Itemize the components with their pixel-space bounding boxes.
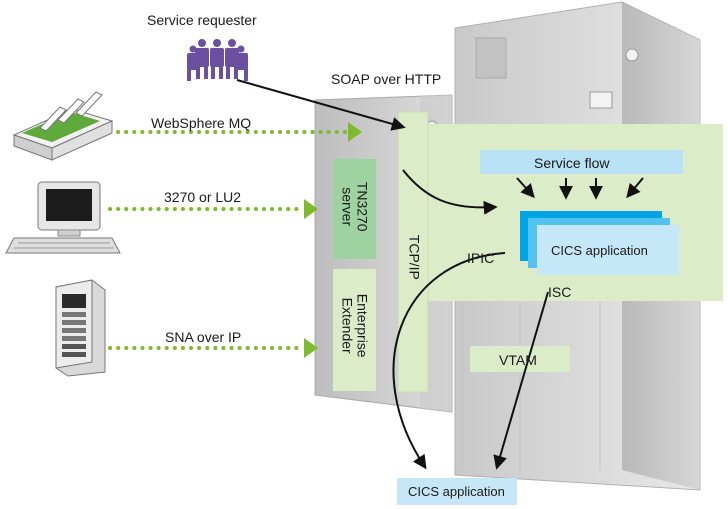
cics-app-bottom-label: CICS application [408, 484, 505, 499]
tcpip-label: TCP/IP [406, 234, 423, 280]
server-icon [55, 279, 106, 377]
cics-app-inner-label: CICS application [551, 243, 648, 258]
ee-line2: Extender [340, 297, 356, 354]
tn3270-box [333, 159, 376, 259]
dotted-connectors [108, 130, 348, 350]
isc-label: ISC [548, 284, 572, 300]
vtam-label: VTAM [499, 352, 537, 368]
cics-stack-front [537, 225, 679, 275]
cics-app-bottom-box [397, 478, 517, 505]
flow-arrows [236, 79, 644, 470]
vtam-box [470, 346, 570, 372]
ee-line1: Enterprise [354, 293, 371, 358]
tn3270-line2: server [340, 187, 356, 227]
sna-label: SNA over IP [165, 329, 242, 345]
service-requester-label: Service requester [147, 12, 257, 28]
soap-label: SOAP over HTTP [331, 71, 442, 87]
terminal-icon [5, 181, 121, 254]
tray-icon [12, 91, 114, 161]
tn3270-line1: TN3270 [354, 181, 371, 232]
lu2-label: 3270 or LU2 [164, 189, 242, 205]
tcpip-bar [397, 111, 429, 393]
service-flow-label: Service flow [534, 155, 610, 171]
tn3270-label: TN3270 server [340, 167, 371, 247]
ipic-label: IPIC [467, 250, 495, 266]
service-flow-bar [480, 150, 683, 174]
people-icon [187, 39, 248, 81]
ee-label: Enterprise Extender [340, 277, 371, 375]
websphere-mq-label: WebSphere MQ [151, 115, 252, 131]
ee-box [333, 269, 376, 391]
dotted-arrowheads [304, 122, 362, 358]
